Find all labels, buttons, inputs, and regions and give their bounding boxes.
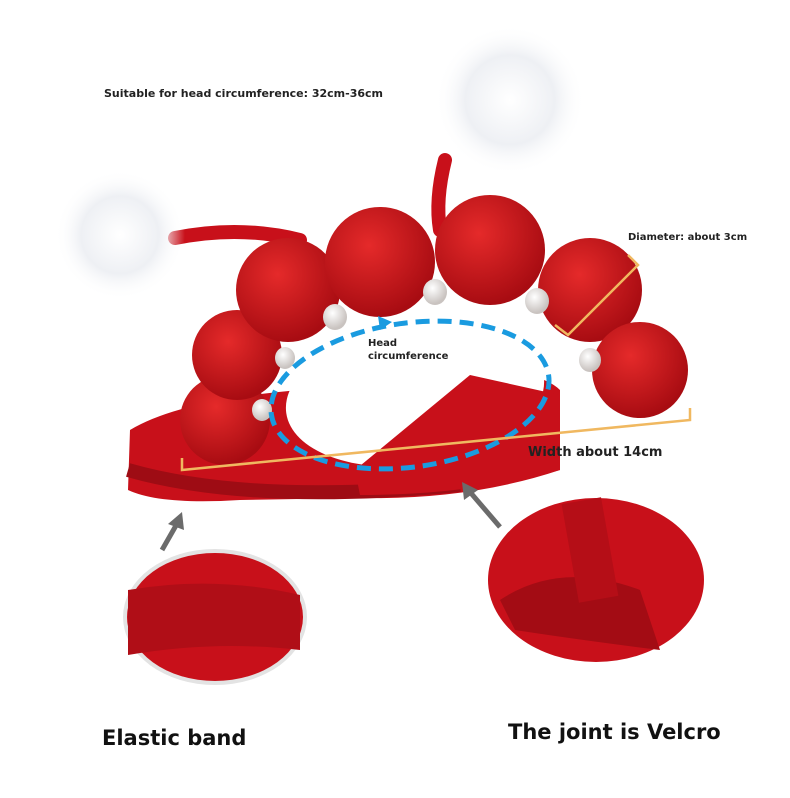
- elastic-band-detail: [123, 549, 307, 685]
- velcro-detail: [488, 497, 704, 662]
- head-circumference-line1: Head: [368, 338, 398, 349]
- diameter-label: Diameter: about 3cm: [628, 232, 748, 243]
- head-circumference-dashes: [268, 318, 552, 472]
- measure-lines: [180, 254, 692, 472]
- width-label: Width about 14cm: [528, 445, 663, 460]
- head-circumference-label: Head circumference: [368, 337, 448, 363]
- head-circumference-line2: circumference: [368, 351, 449, 362]
- pompoms: [180, 195, 688, 465]
- elastic-band-label: Elastic band: [102, 726, 247, 750]
- velcro-label: The joint is Velcro: [508, 720, 721, 744]
- head-range-label: Suitable for head circumference: 32cm-36…: [104, 87, 384, 100]
- arrows: [159, 482, 502, 552]
- pearls: [252, 279, 601, 421]
- antennae: [55, 25, 585, 300]
